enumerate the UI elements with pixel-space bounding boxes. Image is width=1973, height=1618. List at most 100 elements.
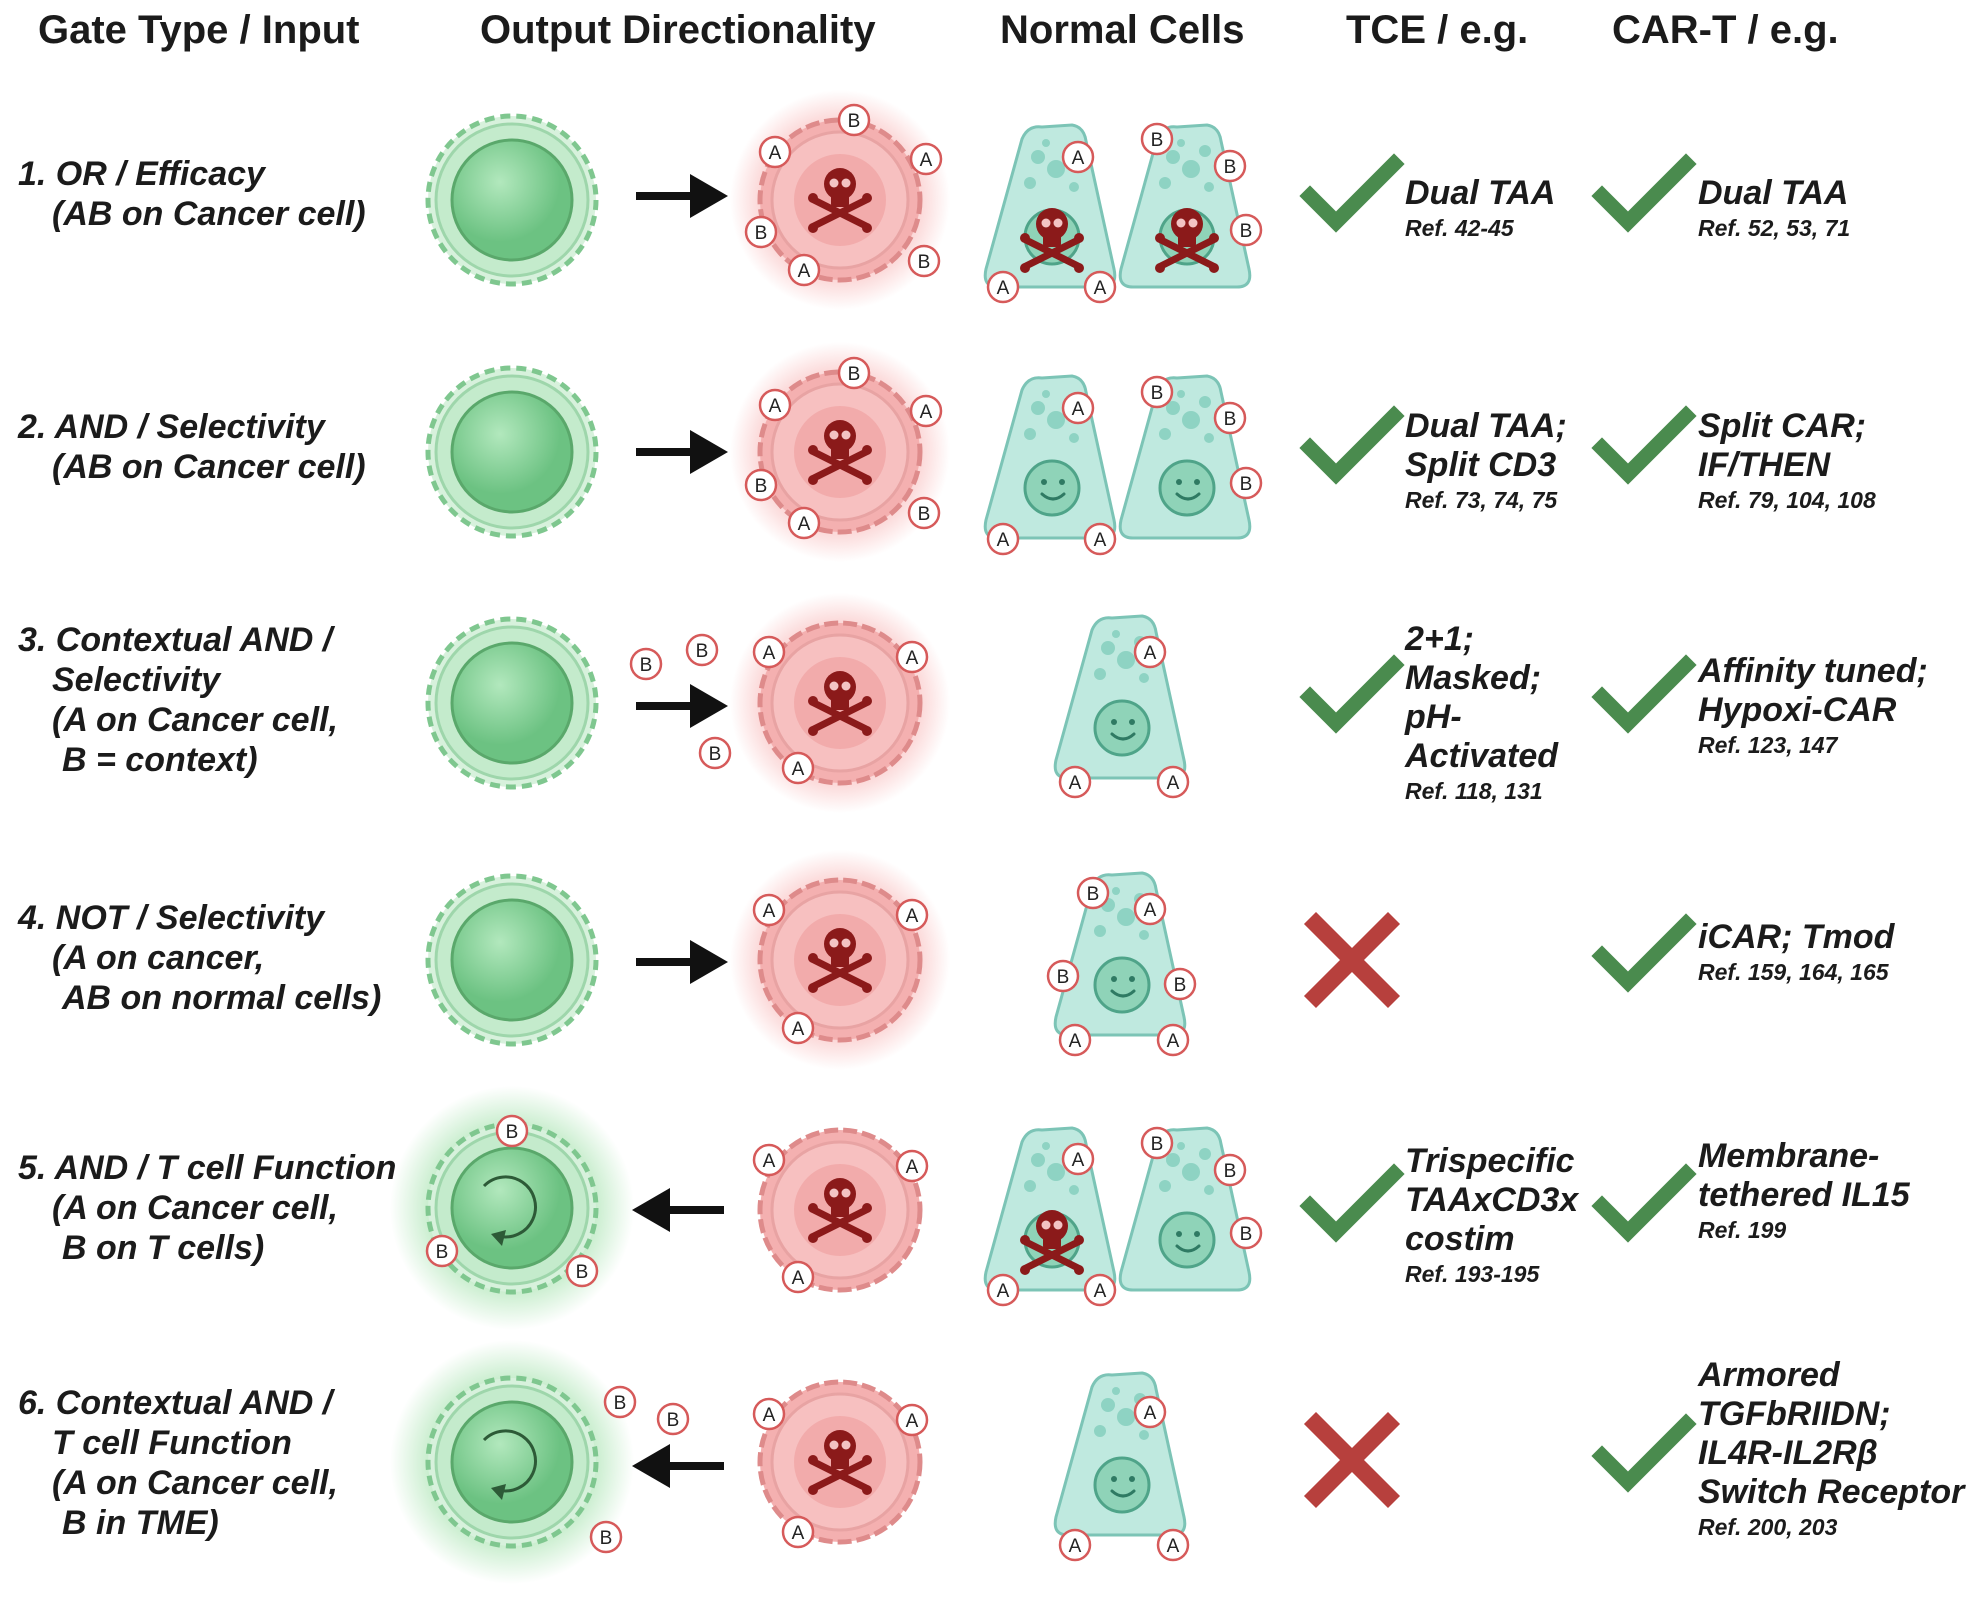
marker-label: A xyxy=(1144,643,1157,664)
marker-b: B xyxy=(495,1114,529,1148)
gate-label-row-2: 2. AND / Selectivity (AB on Cancer cell) xyxy=(18,407,366,487)
marker-label: B xyxy=(1057,967,1070,988)
marker-a: A xyxy=(1156,1528,1190,1562)
marker-a: A xyxy=(1058,1023,1092,1057)
marker-label: A xyxy=(763,643,776,664)
marker-label: B xyxy=(1224,409,1237,430)
marker-label: B xyxy=(918,252,931,273)
example-line: IL4R-IL2Rβ xyxy=(1698,1434,1878,1472)
marker-label: A xyxy=(769,143,782,164)
tce-example-row-1: Dual TAA Ref. 42-45 xyxy=(1405,174,1555,243)
arrow-right-icon xyxy=(636,940,728,984)
marker-label: B xyxy=(709,744,722,765)
gate-label-row-4: 4. NOT / Selectivity (A on cancer, AB on… xyxy=(18,898,381,1018)
marker-a: A xyxy=(895,1149,929,1183)
marker-b: B xyxy=(1229,1216,1263,1250)
normal-cell xyxy=(1118,1126,1252,1292)
check-icon xyxy=(1602,416,1686,474)
reference: Ref. 118, 131 xyxy=(1405,778,1543,804)
marker-a: A xyxy=(1058,1528,1092,1562)
arrow-right-icon xyxy=(636,174,728,218)
example-line: tethered IL15 xyxy=(1698,1176,1910,1214)
gate-input-tme: B in TME) xyxy=(62,1504,219,1542)
marker-label: A xyxy=(798,514,811,535)
marker-b: B xyxy=(744,215,778,249)
check-icon xyxy=(1602,924,1686,982)
marker-label: B xyxy=(1151,1134,1164,1155)
marker-label: A xyxy=(792,1523,805,1544)
marker-label: B xyxy=(848,111,861,132)
marker-a: A xyxy=(787,506,821,540)
gate-input: (AB on Cancer cell) xyxy=(52,448,366,486)
marker-b: B xyxy=(425,1234,459,1268)
gate-input: (AB on Cancer cell) xyxy=(52,195,366,233)
gate-input: (A on cancer, xyxy=(52,939,265,977)
example-line: Hypoxi-CAR xyxy=(1698,691,1897,729)
marker-a: A xyxy=(1083,522,1117,556)
marker-label: A xyxy=(906,906,919,927)
example-line: pH- xyxy=(1405,698,1462,736)
cart-example-row-2: Split CAR; IF/THEN Ref. 79, 104, 108 xyxy=(1698,407,1876,515)
normal-cell xyxy=(1118,374,1252,540)
normal-cell xyxy=(983,374,1117,540)
marker-label: A xyxy=(1072,1150,1085,1171)
marker-a: A xyxy=(781,1515,815,1549)
marker-a: A xyxy=(752,1397,786,1431)
check-icon xyxy=(1602,665,1686,723)
t-cell xyxy=(428,1378,596,1546)
cart-example-row-6: Armored TGFbRIIDN; IL4R-IL2Rβ Switch Rec… xyxy=(1698,1356,1964,1542)
check-icon xyxy=(1310,164,1394,222)
marker-a: A xyxy=(1061,1142,1095,1176)
example-line: costim xyxy=(1405,1220,1515,1258)
marker-b: B xyxy=(744,468,778,502)
marker-label: A xyxy=(1144,1403,1157,1424)
marker-label: A xyxy=(997,278,1010,299)
marker-b: B xyxy=(656,1402,690,1436)
marker-a: A xyxy=(787,253,821,287)
marker-label: A xyxy=(997,530,1010,551)
example-line: Dual TAA; xyxy=(1405,407,1567,445)
example-line: Trispecific xyxy=(1405,1142,1575,1180)
reference: Ref. 193-195 xyxy=(1405,1261,1540,1287)
header-car-t: CAR-T / e.g. xyxy=(1612,8,1839,52)
marker-label: A xyxy=(792,759,805,780)
marker-b: B xyxy=(907,244,941,278)
marker-a: A xyxy=(1133,1395,1167,1429)
marker-label: B xyxy=(667,1410,680,1431)
marker-b: B xyxy=(1076,876,1110,910)
marker-label: A xyxy=(798,261,811,282)
example-line: Split CD3 xyxy=(1405,446,1557,484)
activation-cycle-icon xyxy=(482,1429,537,1493)
marker-b: B xyxy=(698,736,732,770)
marker-a: A xyxy=(1058,765,1092,799)
reference: Ref. 123, 147 xyxy=(1698,732,1838,758)
marker-label: B xyxy=(1151,383,1164,404)
marker-label: B xyxy=(1240,474,1253,495)
marker-label: B xyxy=(848,364,861,385)
marker-a: A xyxy=(752,893,786,927)
marker-label: B xyxy=(1240,1224,1253,1245)
marker-label: A xyxy=(763,901,776,922)
marker-label: A xyxy=(1069,1536,1082,1557)
normal-cell xyxy=(1053,614,1187,780)
example-line: 2+1; xyxy=(1405,620,1474,658)
marker-b: B xyxy=(1213,1153,1247,1187)
example-line: IF/THEN xyxy=(1698,446,1831,484)
marker-a: A xyxy=(895,640,929,674)
gate-title: 4. NOT / Selectivity xyxy=(18,899,325,937)
marker-b: B xyxy=(629,647,663,681)
marker-a: A xyxy=(986,522,1020,556)
marker-b: B xyxy=(1046,959,1080,993)
marker-label: A xyxy=(1072,148,1085,169)
arrow-left-icon xyxy=(632,1188,724,1232)
marker-label: A xyxy=(920,150,933,171)
gate-input-normal: AB on normal cells) xyxy=(62,979,382,1017)
normal-cell xyxy=(1053,1371,1187,1537)
marker-a: A xyxy=(986,270,1020,304)
marker-label: A xyxy=(1094,1281,1107,1302)
marker-b: B xyxy=(565,1254,599,1288)
marker-label: B xyxy=(614,1393,627,1414)
marker-a: A xyxy=(1133,892,1167,926)
marker-label: A xyxy=(920,402,933,423)
t-cell xyxy=(428,876,596,1044)
